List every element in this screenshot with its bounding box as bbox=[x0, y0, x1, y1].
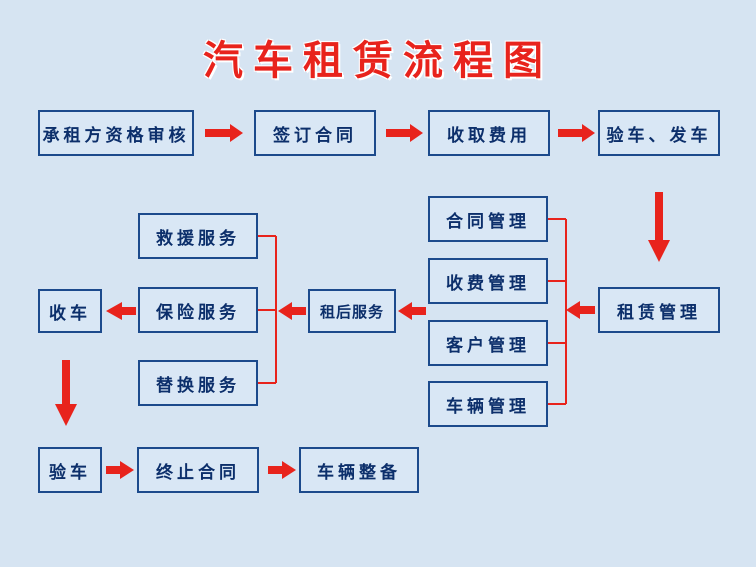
arrow-services-to-receive bbox=[106, 302, 136, 320]
node-vehicle-mgmt: 车辆管理 bbox=[428, 381, 548, 427]
arrow-mgmt-to-after-lease bbox=[398, 302, 426, 320]
arrow-collect-to-deliver bbox=[558, 124, 595, 142]
node-sign-contract: 签订合同 bbox=[254, 110, 376, 156]
arrow-sign-to-collect bbox=[386, 124, 423, 142]
node-inspect-deliver: 验车、发车 bbox=[598, 110, 720, 156]
page-title: 汽车租赁流程图 bbox=[203, 38, 553, 84]
arrow-after-lease-to-services bbox=[278, 302, 306, 320]
node-contract-mgmt: 合同管理 bbox=[428, 196, 548, 242]
bracket-services bbox=[258, 235, 277, 384]
arrow-inspect-to-terminate bbox=[106, 461, 134, 479]
arrow-terminate-to-preparation bbox=[268, 461, 296, 479]
node-fee-mgmt: 收费管理 bbox=[428, 258, 548, 304]
node-collect-fees: 收取费用 bbox=[428, 110, 550, 156]
node-after-lease-service: 租后服务 bbox=[308, 289, 396, 333]
node-rescue-service: 救援服务 bbox=[138, 213, 258, 259]
node-inspect-vehicle: 验车 bbox=[38, 447, 102, 493]
node-insurance-service: 保险服务 bbox=[138, 287, 258, 333]
arrow-receive-to-inspect bbox=[55, 360, 77, 426]
arrow-review-to-sign bbox=[205, 124, 243, 142]
node-customer-mgmt: 客户管理 bbox=[428, 320, 548, 366]
node-lease-mgmt: 租赁管理 bbox=[598, 287, 720, 333]
node-terminate-contract: 终止合同 bbox=[137, 447, 259, 493]
node-receive-vehicle: 收车 bbox=[38, 289, 102, 333]
arrow-lease-to-bracket bbox=[566, 301, 595, 319]
node-replacement-service: 替换服务 bbox=[138, 360, 258, 406]
node-vehicle-preparation: 车辆整备 bbox=[299, 447, 419, 493]
bracket-management bbox=[548, 218, 567, 405]
arrow-deliver-to-lease bbox=[648, 192, 670, 262]
node-qualification-review: 承租方资格审核 bbox=[38, 110, 194, 156]
